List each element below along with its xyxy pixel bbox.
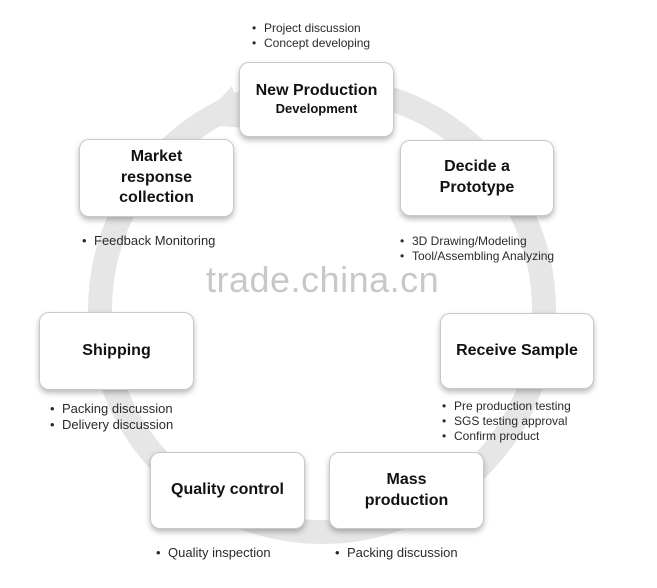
node-shipping: Shipping [39,312,194,390]
node-decide-prototype: Decide a Prototype [400,140,554,216]
note-item: Packing discussion [335,545,458,561]
node-mass-production-line2: production [364,491,449,509]
note-item: SGS testing approval [442,414,571,429]
notes-mass-production: Packing discussion [335,545,458,561]
node-mass-production: Mass production [329,452,484,529]
node-decide-prototype-line1: Decide a [444,158,510,176]
notes-quality-control: Quality inspection [156,545,271,561]
note-item: Concept developing [252,36,370,51]
notes-new-production: Project discussion Concept developing [252,21,370,51]
node-new-production: New Production Development [239,62,394,137]
node-market-response: Market response collection [79,139,234,217]
node-quality-control: Quality control [150,452,305,529]
node-new-production-line2: Development [275,101,358,117]
notes-decide-prototype: 3D Drawing/Modeling Tool/Assembling Anal… [400,234,554,264]
watermark-text: trade.china.cn [206,259,440,300]
note-item: 3D Drawing/Modeling [400,234,554,249]
note-item: Pre production testing [442,399,571,414]
node-new-production-line1: New Production [255,81,378,99]
note-item: Tool/Assembling Analyzing [400,249,554,264]
node-market-response-line3: collection [119,189,194,207]
note-item: Quality inspection [156,545,271,561]
node-quality-control-line1: Quality control [171,481,284,499]
notes-market-response: Feedback Monitoring [82,233,215,249]
node-decide-prototype-line2: Prototype [439,179,515,196]
node-receive-sample: Receive Sample [440,313,594,389]
node-mass-production-line1: Mass [386,470,427,488]
node-shipping-line1: Shipping [82,341,151,359]
node-market-response-line2: response [120,168,193,186]
node-market-response-line1: Market [130,147,183,165]
notes-shipping: Packing discussion Delivery discussion [50,401,173,432]
notes-receive-sample: Pre production testing SGS testing appro… [442,399,571,444]
note-item: Packing discussion [50,401,173,417]
note-item: Delivery discussion [50,417,173,433]
node-receive-sample-line1: Receive Sample [456,341,578,359]
note-item: Feedback Monitoring [82,233,215,249]
note-item: Project discussion [252,21,370,36]
note-item: Confirm product [442,429,571,444]
cycle-arrow-head [196,86,244,128]
